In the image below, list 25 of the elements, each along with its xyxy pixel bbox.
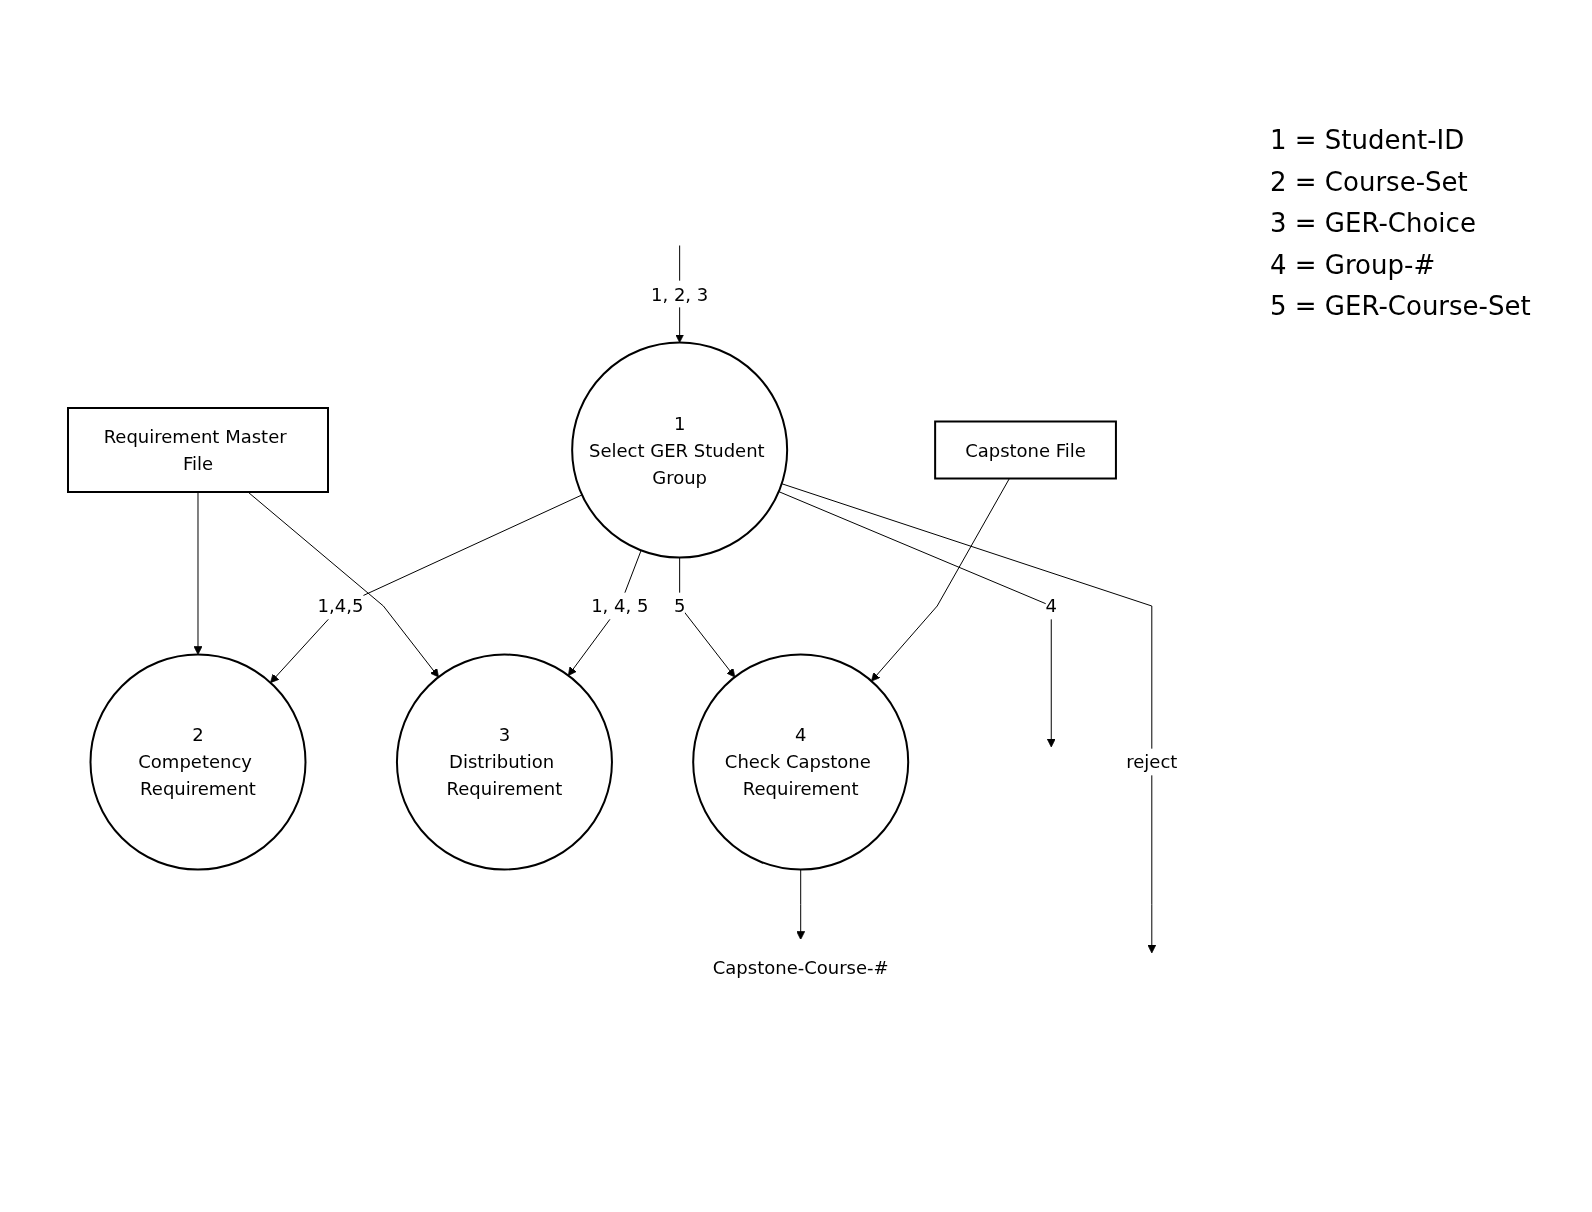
edge-label: reject (1126, 751, 1178, 773)
arrow (871, 478, 1010, 682)
edge-label: 1, 2, 3 (651, 283, 709, 305)
arrow (270, 494, 583, 684)
node-box: Requirement Master File (67, 407, 330, 493)
node-box: Capstone File (934, 420, 1117, 480)
edge-label: 1, 4, 5 (591, 595, 649, 617)
key-entry: 2 = Course-Set (1270, 165, 1469, 199)
node-circle: 3 Distribution Requirement (396, 653, 614, 871)
node-circle: 2 Competency Requirement (89, 653, 307, 871)
key-entry: 1 = Student-ID (1270, 124, 1466, 157)
arrow (778, 491, 1056, 748)
edge-label: 5 (674, 595, 686, 617)
node-circle: 4 Check Capstone Requirement (692, 653, 910, 871)
key-entry: 3 = GER-Choice (1270, 207, 1477, 241)
arrow (781, 483, 1157, 954)
edge-label: 1,4,5 (317, 595, 364, 617)
arrow (247, 491, 440, 678)
key-entry: 5 = GER-Course-Set (1270, 290, 1531, 324)
node-text: Capstone-Course-# (712, 957, 889, 979)
arrow (796, 869, 806, 940)
key-entry: 4 = Group-# (1270, 248, 1437, 282)
arrow (193, 491, 203, 655)
node-circle: 1 Select GER Student Group (571, 341, 789, 559)
edge-label: 4 (1045, 595, 1058, 617)
